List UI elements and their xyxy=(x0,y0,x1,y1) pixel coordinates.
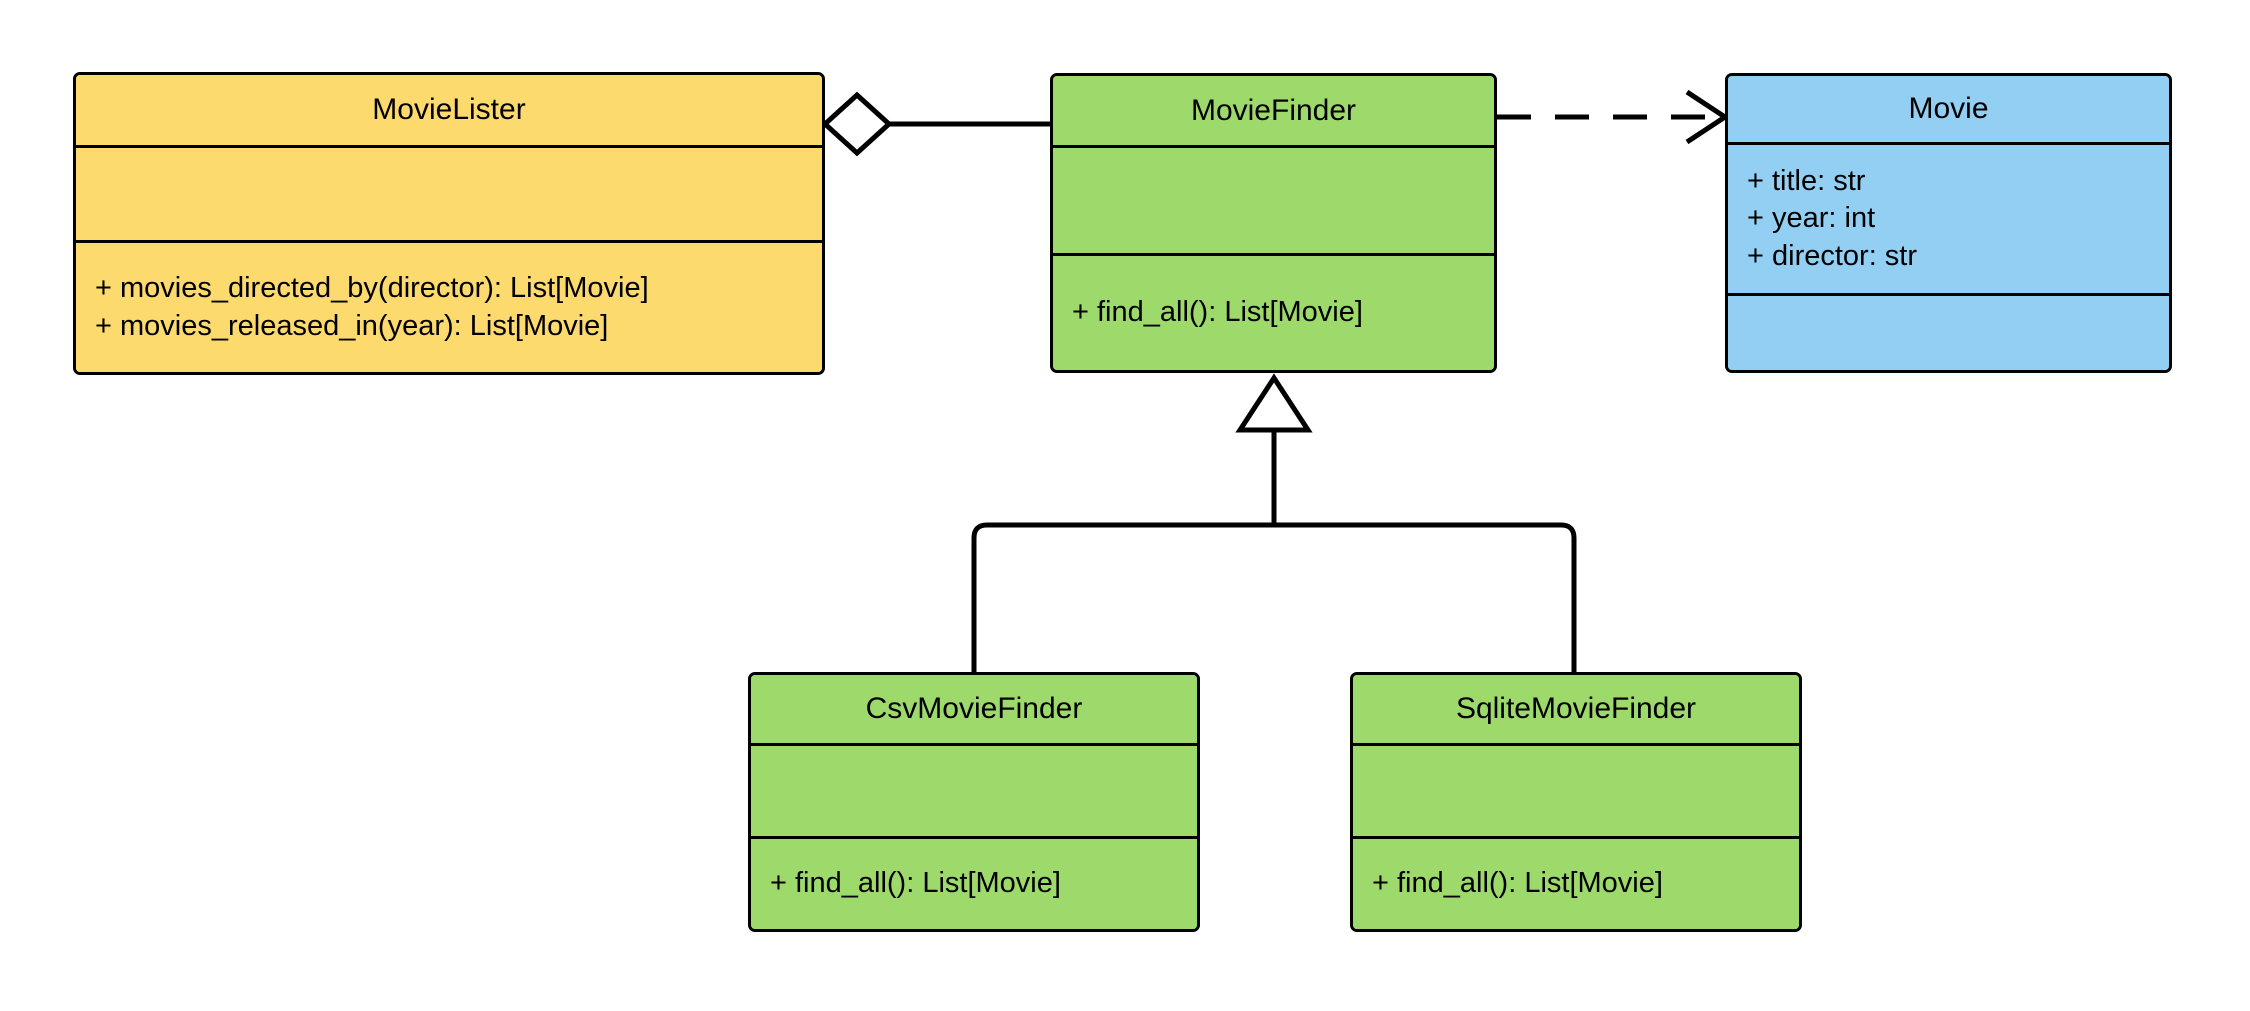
hollow-triangle-icon xyxy=(1235,373,1313,433)
generalization-edge-group xyxy=(971,373,1577,672)
attributes-compartment xyxy=(76,145,822,240)
operations-compartment: + find_all(): List[Movie] xyxy=(751,836,1197,929)
hollow-diamond-icon xyxy=(821,91,893,157)
uml-class-movielister[interactable]: MovieLister + movies_directed_by(directo… xyxy=(73,72,825,375)
class-name-compartment: Movie xyxy=(1728,76,2169,142)
class-name-label: CsvMovieFinder xyxy=(865,692,1083,725)
operation-item: + find_all(): List[Movie] xyxy=(770,867,1061,900)
operation-item: + movies_directed_by(director): List[Mov… xyxy=(95,272,649,305)
class-name-compartment: MovieLister xyxy=(76,75,822,145)
aggregation-edge-movielister-moviefinder xyxy=(821,91,1050,157)
open-arrowhead-icon xyxy=(1685,89,1730,145)
generalization-branch-path xyxy=(971,522,1577,655)
attributes-compartment xyxy=(1053,145,1494,253)
attribute-item: + year: int xyxy=(1747,202,1876,235)
class-name-label: MovieFinder xyxy=(1190,93,1357,127)
operation-item: + find_all(): List[Movie] xyxy=(1072,296,1363,329)
class-name-label: Movie xyxy=(1908,92,1989,125)
operations-compartment: + movies_directed_by(director): List[Mov… xyxy=(76,240,822,372)
operations-compartment: + find_all(): List[Movie] xyxy=(1053,253,1494,370)
uml-class-sqlitemoviefinder[interactable]: SqliteMovieFinder + find_all(): List[Mov… xyxy=(1350,672,1802,932)
uml-class-csvmoviefinder[interactable]: CsvMovieFinder + find_all(): List[Movie] xyxy=(748,672,1200,932)
class-name-label: SqliteMovieFinder xyxy=(1455,692,1697,725)
dependency-edge-moviefinder-movie xyxy=(1497,89,1730,145)
uml-class-movie[interactable]: Movie + title: str + year: int + directo… xyxy=(1725,73,2172,373)
operation-item: + movies_released_in(year): List[Movie] xyxy=(95,309,609,342)
class-name-label: MovieLister xyxy=(372,93,526,126)
class-name-compartment: SqliteMovieFinder xyxy=(1353,675,1799,743)
class-name-compartment: MovieFinder xyxy=(1053,76,1494,145)
attributes-compartment: + title: str + year: int + director: str xyxy=(1728,142,2169,293)
operations-compartment: + find_all(): List[Movie] xyxy=(1353,836,1799,929)
attributes-compartment xyxy=(1353,743,1799,836)
attribute-item: + director: str xyxy=(1747,239,1918,272)
uml-class-moviefinder[interactable]: MovieFinder + find_all(): List[Movie] xyxy=(1050,73,1497,373)
operations-compartment xyxy=(1728,293,2169,370)
operation-item: + find_all(): List[Movie] xyxy=(1372,867,1663,900)
attribute-item: + title: str xyxy=(1747,165,1866,198)
class-name-compartment: CsvMovieFinder xyxy=(751,675,1197,743)
attributes-compartment xyxy=(751,743,1197,836)
